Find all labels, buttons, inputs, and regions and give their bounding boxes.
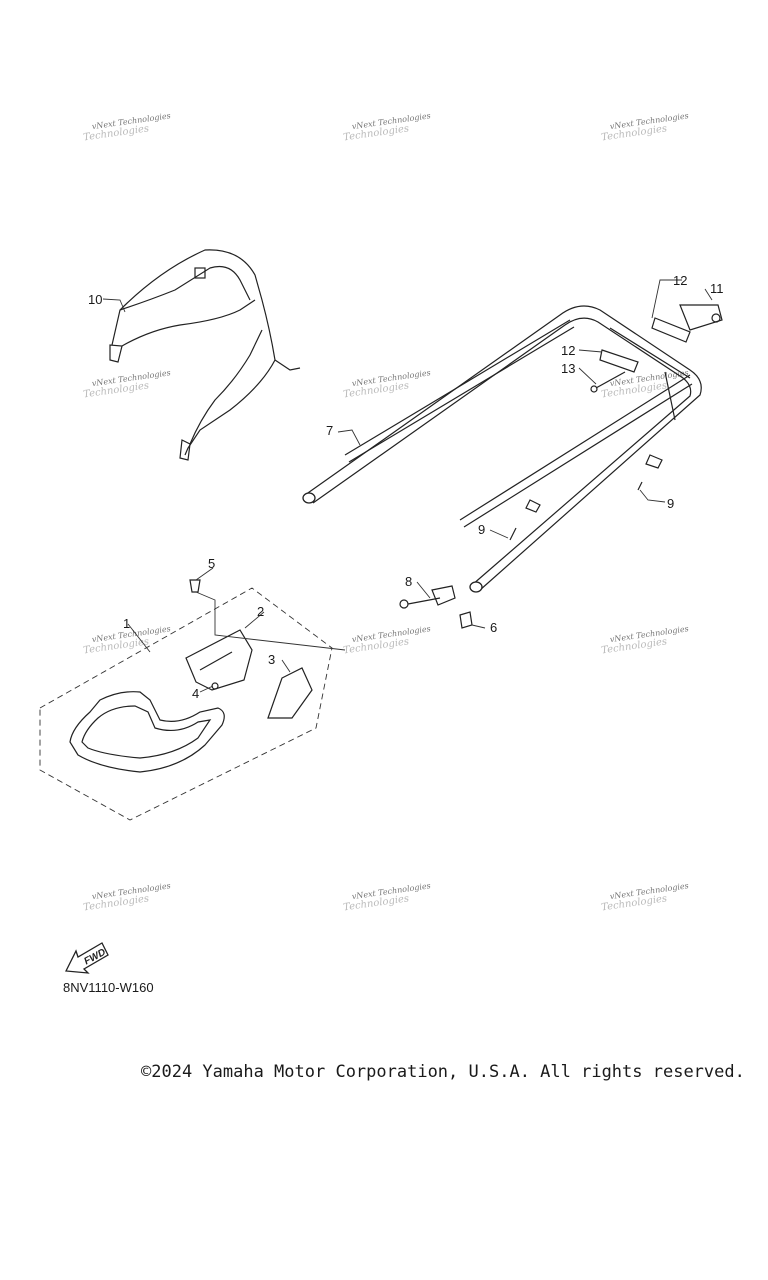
part-1-bumper-kit bbox=[39, 587, 333, 821]
callout-2: 2 bbox=[257, 604, 264, 619]
callout-12-mid: 12 bbox=[561, 343, 575, 358]
callout-1: 1 bbox=[123, 616, 130, 631]
part-10-seat-cover bbox=[109, 249, 301, 461]
part-2-bracket bbox=[185, 629, 253, 691]
callout-10: 10 bbox=[88, 292, 102, 307]
svg-text:FWD: FWD bbox=[82, 947, 107, 967]
callout-6: 6 bbox=[490, 620, 497, 635]
watermark: Technologies vNext Technologies bbox=[343, 881, 432, 913]
watermark: Technologies vNext Technologies bbox=[83, 881, 172, 913]
fwd-arrow-icon: FWD bbox=[64, 942, 109, 974]
copyright-notice: ©2024 Yamaha Motor Corporation, U.S.A. A… bbox=[141, 1062, 745, 1082]
watermark: Technologies vNext Technologies bbox=[601, 881, 690, 913]
part-11-bracket bbox=[679, 304, 723, 331]
watermark: Technologies vNext Technologies bbox=[83, 111, 172, 143]
watermark: Technologies vNext Technologies bbox=[601, 624, 690, 656]
callouts: 1 2 3 4 5 6 7 8 9 9 10 11 12 12 13 bbox=[88, 273, 724, 701]
part-13-bolt bbox=[590, 371, 626, 393]
watermark: Technologies vNext Technologies bbox=[343, 111, 432, 143]
watermark: Technologies vNext Technologies bbox=[601, 111, 690, 143]
part-12-bracket-lower bbox=[599, 349, 639, 373]
callout-9-left: 9 bbox=[478, 522, 485, 537]
part-9-fastener-right bbox=[637, 454, 663, 491]
part-12-bracket-upper bbox=[651, 317, 691, 343]
watermark: Technologies vNext Technologies bbox=[601, 368, 690, 400]
watermarks: Technologies vNext Technologies Technolo… bbox=[83, 111, 690, 913]
callout-3: 3 bbox=[268, 652, 275, 667]
callout-7: 7 bbox=[326, 423, 333, 438]
callout-8: 8 bbox=[405, 574, 412, 589]
watermark: Technologies vNext Technologies bbox=[343, 624, 432, 656]
leader-lines bbox=[102, 279, 713, 693]
part-8-bolt bbox=[399, 585, 456, 609]
callout-9-right: 9 bbox=[667, 496, 674, 511]
part-5-bolt bbox=[189, 579, 346, 651]
part-3-guard bbox=[267, 667, 313, 719]
callout-12-top: 12 bbox=[673, 273, 687, 288]
callout-4: 4 bbox=[192, 686, 199, 701]
callout-5: 5 bbox=[208, 556, 215, 571]
diagram-code: 8NV1110-W160 bbox=[63, 980, 154, 995]
callout-13: 13 bbox=[561, 361, 575, 376]
watermark: Technologies vNext Technologies bbox=[343, 368, 432, 400]
watermark: Technologies vNext Technologies bbox=[83, 368, 172, 400]
callout-11: 11 bbox=[710, 281, 724, 296]
part-7-handle-tubes bbox=[302, 305, 702, 593]
part-6-clip bbox=[459, 611, 473, 629]
part-9-fastener-left bbox=[509, 499, 541, 541]
